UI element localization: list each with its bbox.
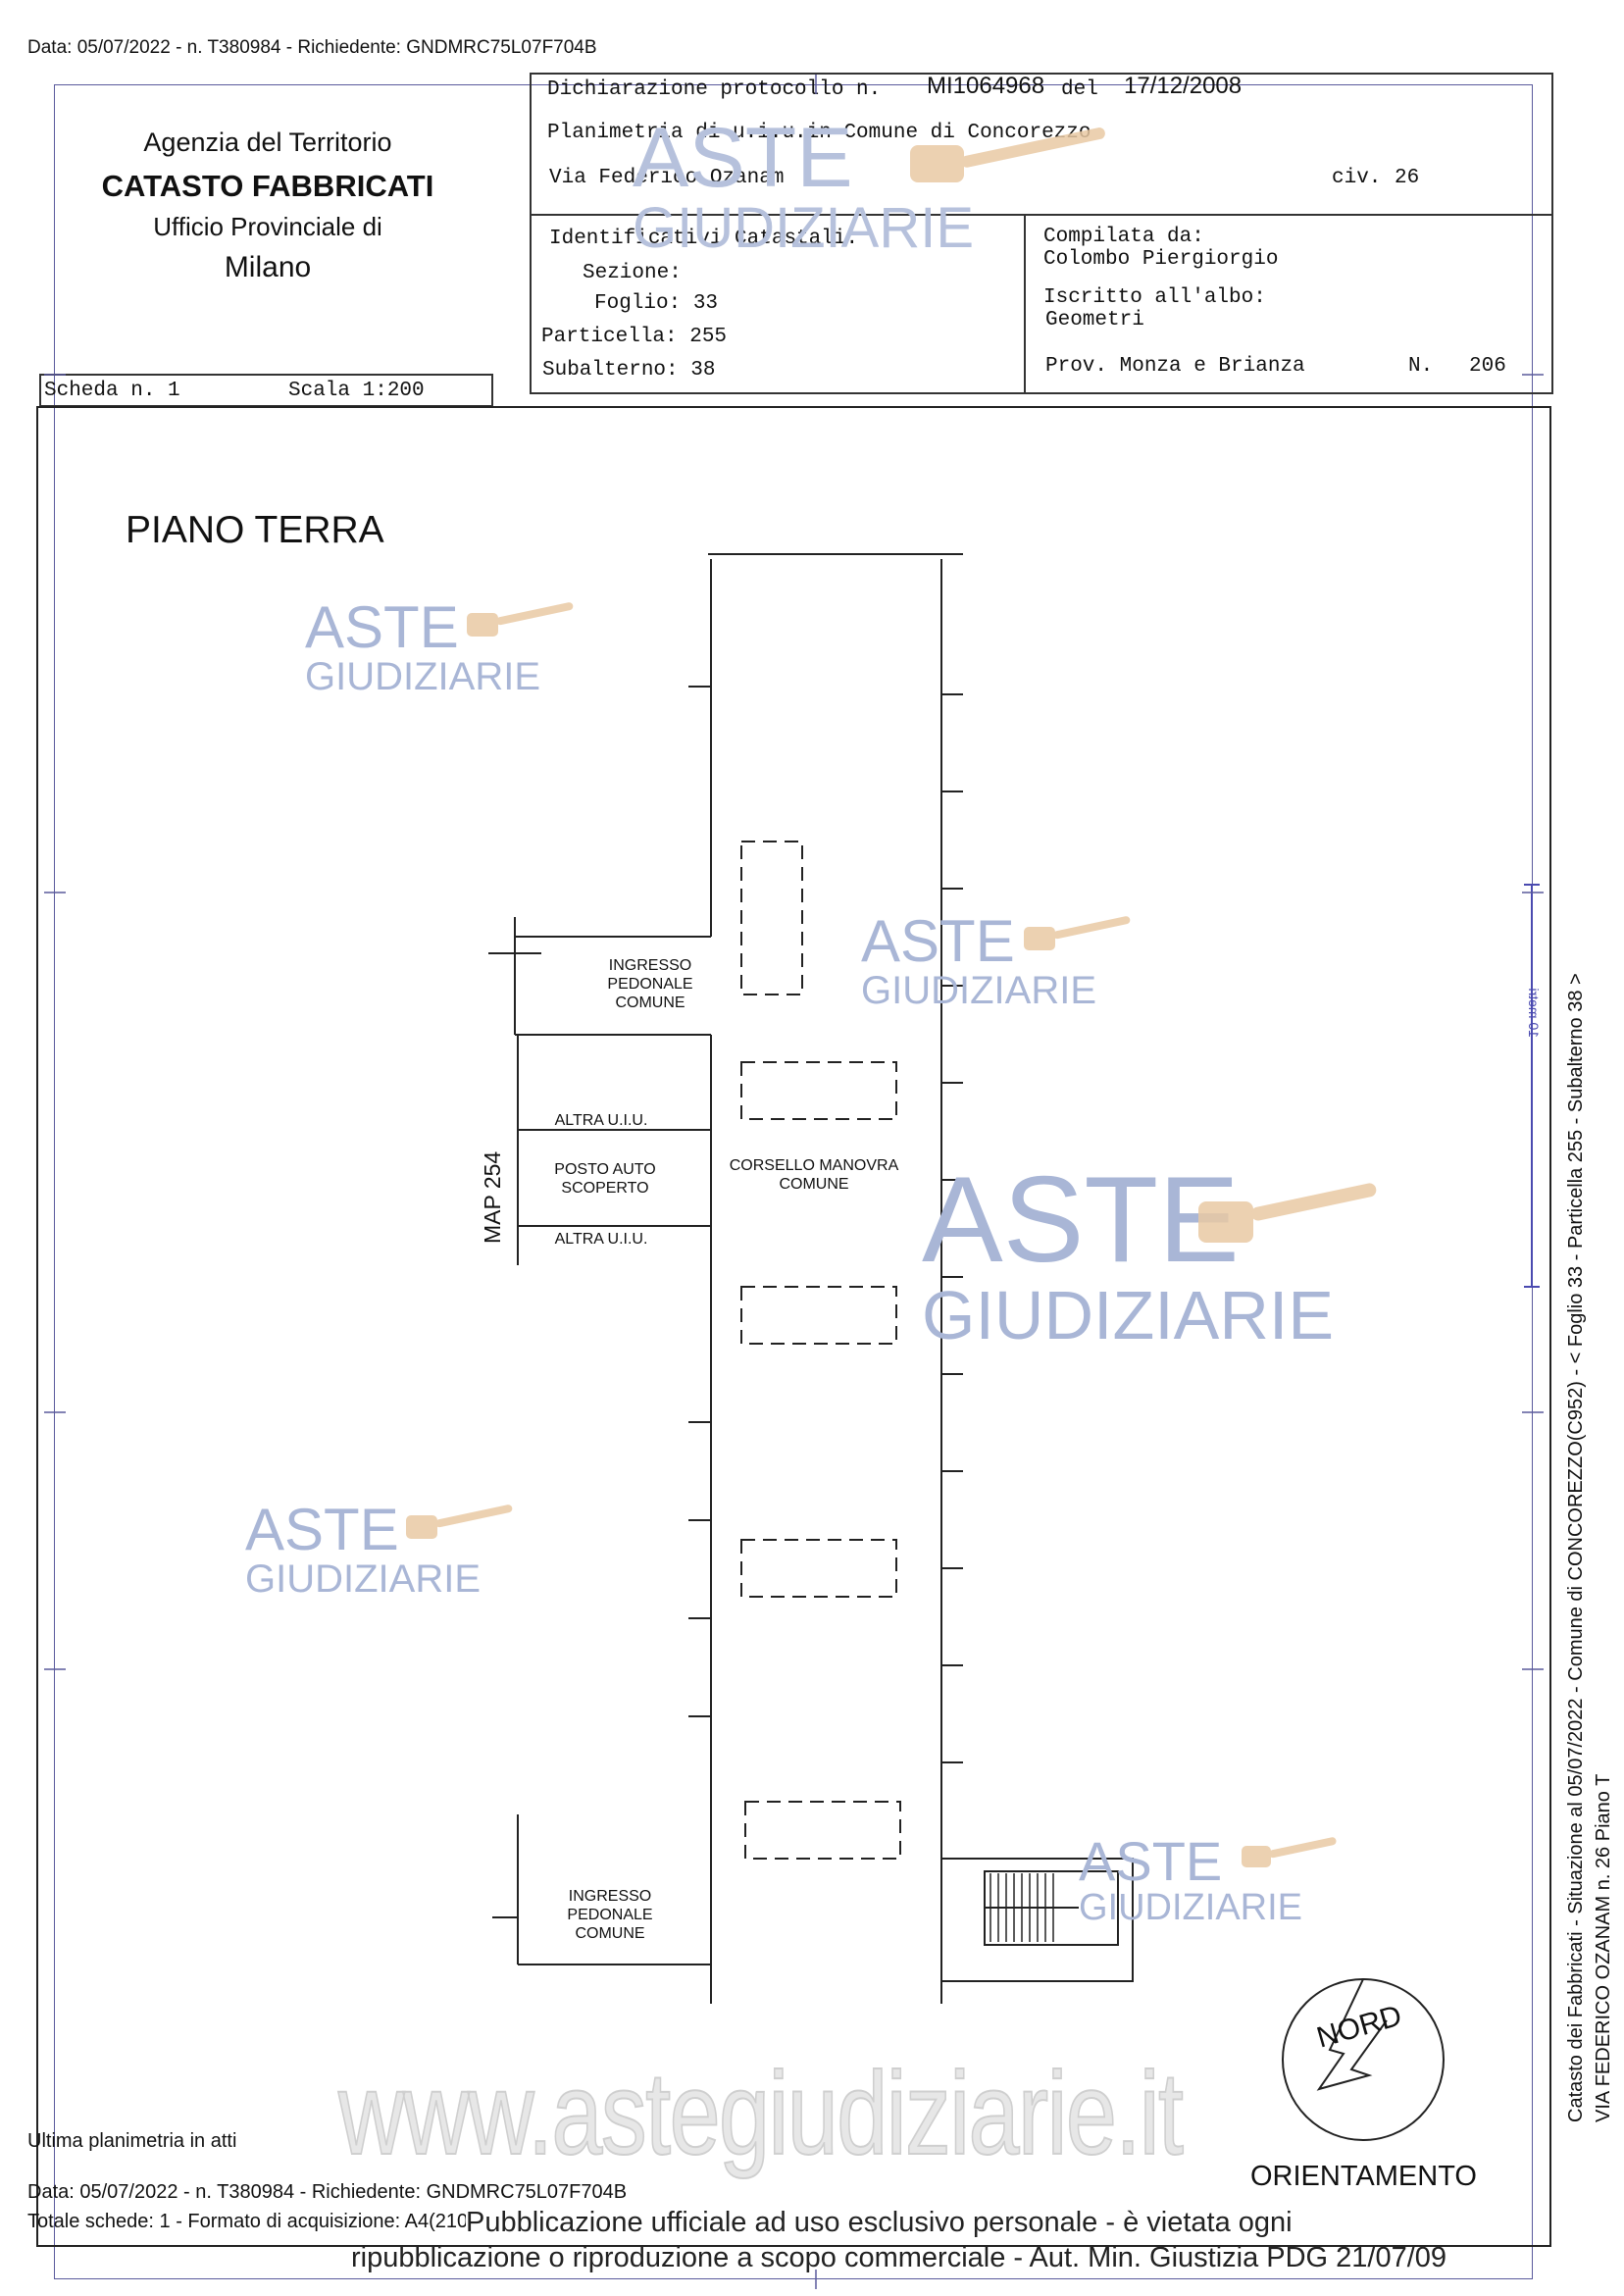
header-divider xyxy=(1024,214,1026,394)
sezione-label: Sezione: xyxy=(583,262,682,284)
posto-auto-label: POSTO AUTO SCOPERTO xyxy=(537,1160,673,1198)
footer-data-line: Data: 05/07/2022 - n. T380984 - Richiede… xyxy=(27,2181,628,2203)
ufficio-city: Milano xyxy=(224,251,312,283)
drawing-frame xyxy=(36,406,1551,2247)
altra-uiu-bottom: ALTRA U.I.U. xyxy=(554,1231,648,1248)
compilata-label: Compilata da: xyxy=(1043,226,1204,248)
civ-label: civ. xyxy=(1332,167,1382,189)
corsello-line1: CORSELLO MANOVRA xyxy=(729,1157,899,1174)
ingresso-top-line3: COMUNE xyxy=(615,995,685,1011)
scala-label: Scala 1:200 xyxy=(288,380,425,402)
particella-label: Particella: 255 xyxy=(541,326,728,348)
agency-name: Agenzia del Territorio xyxy=(143,128,392,157)
civ-value: 26 xyxy=(1395,167,1420,189)
n-value: 206 xyxy=(1469,355,1506,378)
ingresso-top-line2: PEDONALE xyxy=(607,976,693,993)
plan-title: PIANO TERRA xyxy=(126,509,384,551)
side-address-line: VIA FEDERICO OZANAM n. 26 Piano T xyxy=(1593,1773,1614,2122)
map-254-label: MAP 254 xyxy=(480,1150,505,1244)
ingresso-bottom-line2: PEDONALE xyxy=(567,1907,653,1923)
protocol-date: 17/12/2008 xyxy=(1124,73,1243,99)
corsello-label: CORSELLO MANOVRA COMUNE xyxy=(724,1156,904,1194)
address-line: Via Federico Ozanam xyxy=(549,167,785,189)
iscritto-value: Geometri xyxy=(1045,309,1144,332)
posto-auto-line2: SCOPERTO xyxy=(561,1180,649,1197)
side-catasto-line: Catasto dei Fabbricati - Situazione al 0… xyxy=(1565,973,1587,2122)
orientamento-label: ORIENTAMENTO xyxy=(1250,2161,1477,2192)
ingresso-top-line1: INGRESSO xyxy=(608,957,692,974)
compilata-name: Colombo Piergiorgio xyxy=(1043,248,1279,271)
foglio-label: Foglio: 33 xyxy=(594,292,719,315)
notice-line2: ripubblicazione o riproduzione a scopo c… xyxy=(351,2242,1447,2273)
protocol-del: del xyxy=(1061,78,1098,101)
altra-uiu-top: ALTRA U.I.U. xyxy=(554,1112,648,1129)
planimetria-line: Planimetria di u.i.u.in Comune di Concor… xyxy=(547,122,1091,144)
header-bottom-box xyxy=(530,214,1553,394)
iscritto-label: Iscritto all'albo: xyxy=(1043,286,1266,309)
protocol-label: Dichiarazione protocollo n. xyxy=(547,78,882,101)
scale-bar-label: 10 metri xyxy=(1526,988,1542,1038)
ingresso-bottom-label: INGRESSO PEDONALE COMUNE xyxy=(546,1887,674,1943)
ingresso-top-label: INGRESSO PEDONALE COMUNE xyxy=(586,956,714,1012)
prov-label: Prov. Monza e Brianza xyxy=(1045,355,1305,378)
subalterno-label: Subalterno: 38 xyxy=(542,359,716,382)
ingresso-bottom-line1: INGRESSO xyxy=(568,1888,652,1905)
ufficio-label: Ufficio Provinciale di xyxy=(153,212,382,241)
protocol-number: MI1064968 xyxy=(927,73,1045,99)
n-label: N. xyxy=(1408,355,1434,378)
posto-auto-line1: POSTO AUTO xyxy=(554,1161,656,1178)
scheda-label: Scheda n. 1 xyxy=(44,380,180,402)
top-request-line: Data: 05/07/2022 - n. T380984 - Richiede… xyxy=(27,37,597,58)
notice-line1: Pubblicazione ufficiale ad uso esclusivo… xyxy=(466,2207,1293,2239)
identificativi-label: Identificativi Catastali: xyxy=(549,228,859,250)
ingresso-bottom-line3: COMUNE xyxy=(575,1925,645,1942)
ultima-planimetria: Ultima planimetria in atti xyxy=(27,2130,237,2152)
corsello-line2: COMUNE xyxy=(779,1176,849,1193)
catasto-title: CATASTO FABBRICATI xyxy=(101,169,434,203)
